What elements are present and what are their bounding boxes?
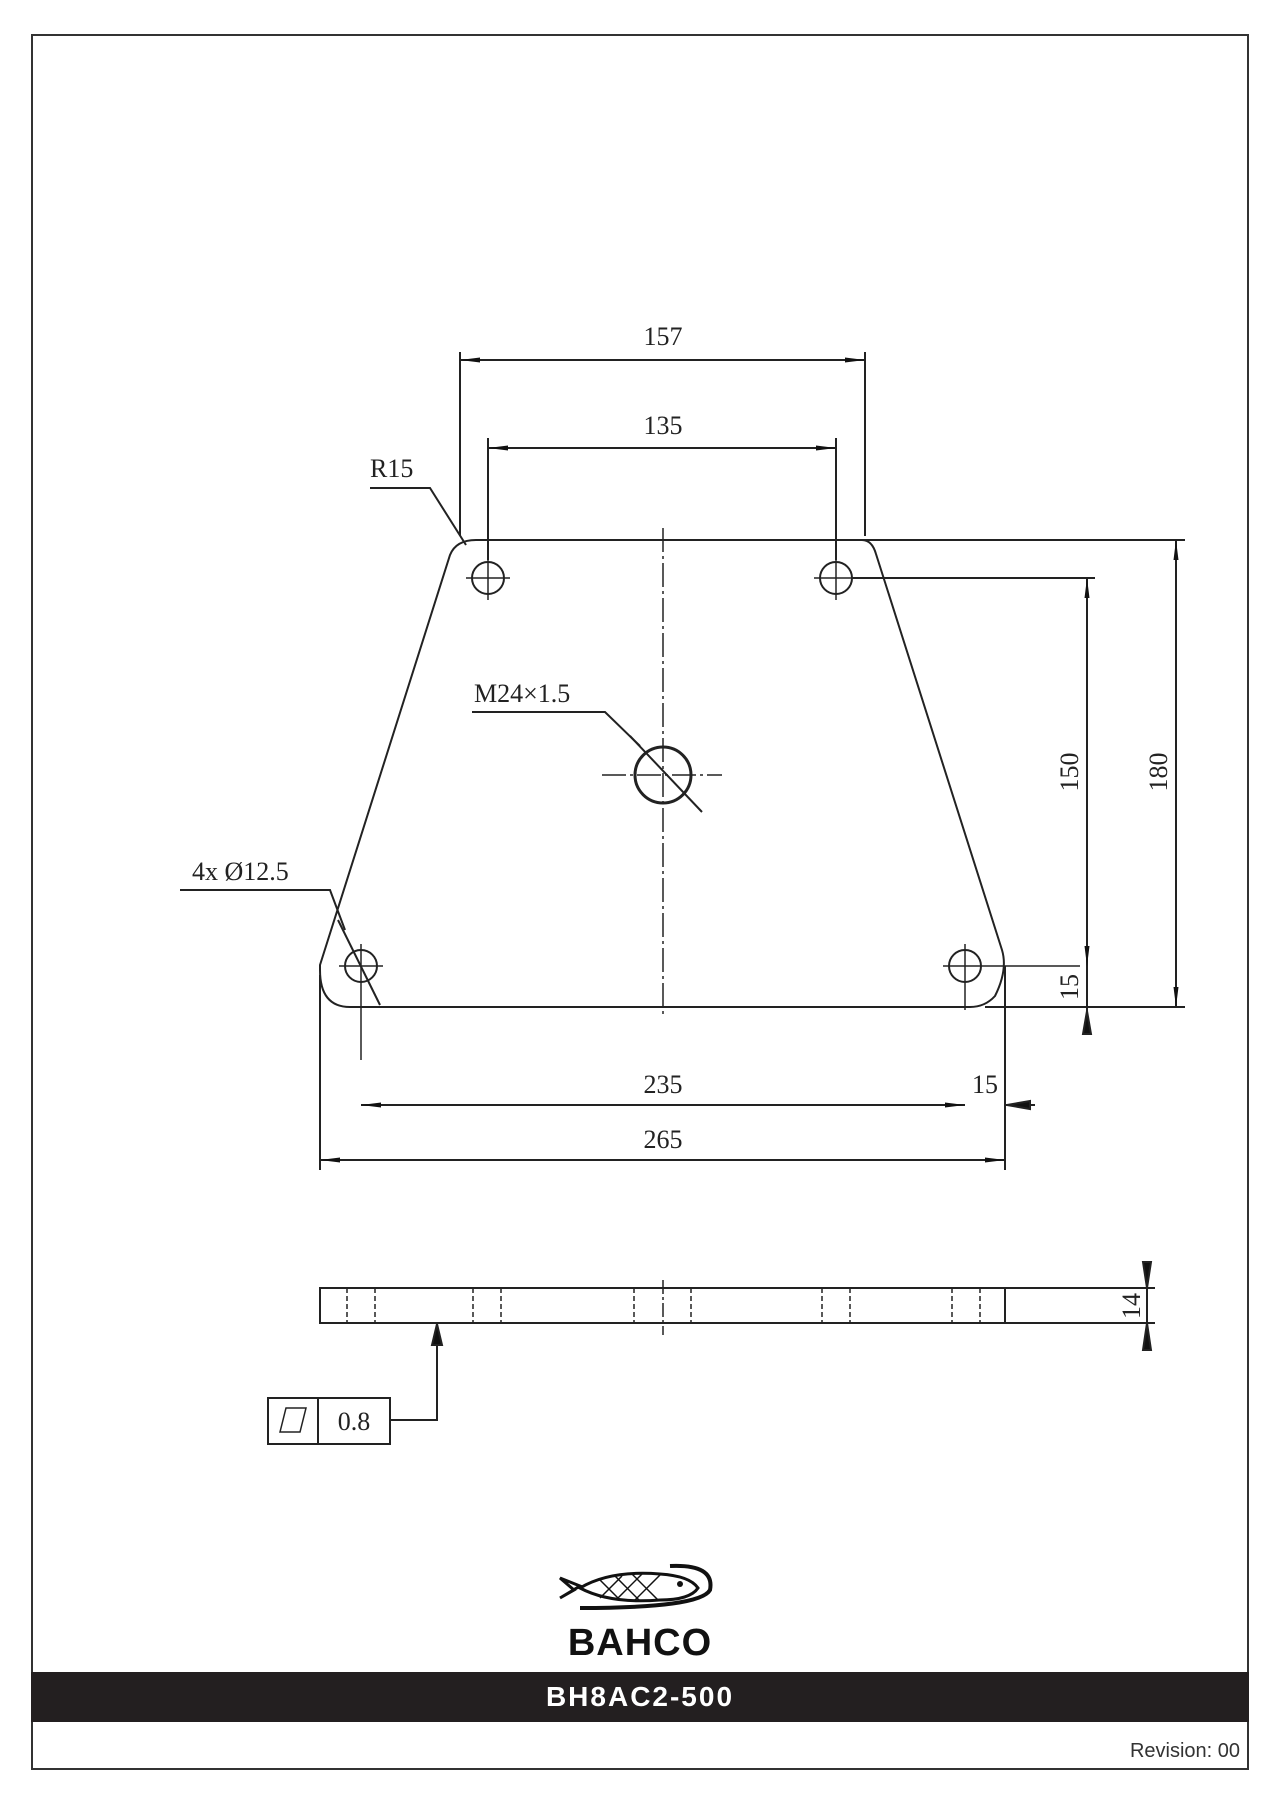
part-number-bar: BH8AC2-500 xyxy=(31,1672,1249,1722)
dim-edge-offset-horizontal: 15 xyxy=(972,1070,998,1099)
fish-logo-icon xyxy=(559,1563,713,1610)
dim-holes: 4x Ø12.5 xyxy=(192,857,289,886)
dim-overall-height: 180 xyxy=(1144,753,1173,792)
dim-corner-radius: R15 xyxy=(370,454,413,483)
dim-center-thread: M24×1.5 xyxy=(474,679,570,708)
revision-label: Revision: 00 xyxy=(1129,1740,1240,1762)
flatness-value: 0.8 xyxy=(338,1407,371,1436)
dim-thickness: 14 xyxy=(1117,1293,1146,1319)
bahco-logo: BAHCO xyxy=(550,1560,730,1664)
flatness-icon xyxy=(279,1407,307,1433)
dim-overall-width: 265 xyxy=(644,1125,683,1154)
plate-outline xyxy=(319,539,1005,1008)
dim-edge-offset-vertical: 15 xyxy=(1055,974,1084,1000)
drawing-sheet-border xyxy=(31,34,1249,1770)
dim-top-outer-width: 157 xyxy=(644,322,683,351)
dim-hole-vertical-spacing: 150 xyxy=(1055,753,1084,792)
dim-top-hole-spacing: 135 xyxy=(644,411,683,440)
part-number: BH8AC2-500 xyxy=(545,1681,735,1712)
flatness-tolerance-frame xyxy=(267,1397,391,1445)
dim-bottom-hole-spacing: 235 xyxy=(644,1070,683,1099)
brand-name: BAHCO xyxy=(567,1622,713,1664)
